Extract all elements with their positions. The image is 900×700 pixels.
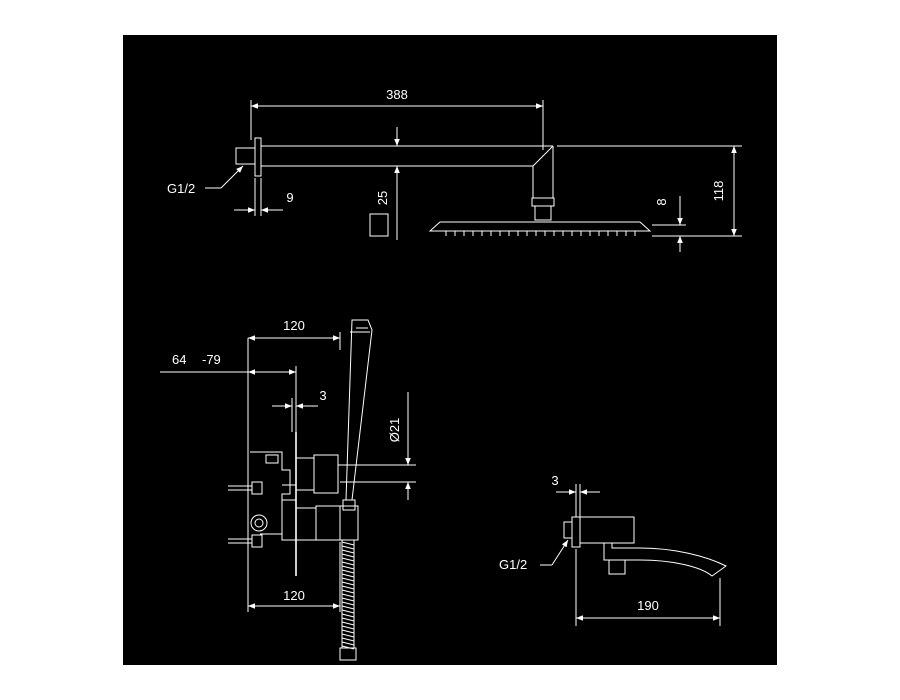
hose-coil [341, 545, 355, 550]
rain-head-plate [428, 221, 652, 232]
hose-coil [341, 565, 355, 570]
hose-coil [341, 553, 355, 558]
hose-coil [341, 621, 355, 626]
connection-fitting-inner [254, 518, 264, 528]
hose-coil [341, 625, 355, 630]
dim-mixer-width-bottom: 120 [283, 588, 305, 603]
arm-wall-flange [254, 137, 262, 177]
hose-coil [341, 605, 355, 610]
wall-anchor-bottom [228, 534, 263, 548]
dim-plate-thickness: 3 [319, 388, 326, 403]
spout-wall-flange [571, 516, 581, 548]
arm-square-section [369, 213, 389, 237]
hose-coil [341, 609, 355, 614]
dim-head-thickness: 8 [654, 198, 669, 205]
thread-label-arm: G1/2 [167, 181, 195, 196]
hose-coil [341, 557, 355, 562]
spout-inlet-nut [563, 521, 573, 539]
spout-view: 3 G1/2 190 [499, 473, 727, 626]
hose-coil [341, 549, 355, 554]
hose-coil [341, 569, 355, 574]
mixer-base [295, 507, 317, 541]
hose-coil [341, 581, 355, 586]
hose-nut [339, 647, 357, 661]
hose-coil [341, 641, 355, 646]
mixer-handle [315, 505, 359, 541]
hand-shower-connector [342, 499, 356, 511]
arm-elbow [532, 146, 554, 199]
valve-box [250, 451, 291, 535]
hose-coil [341, 633, 355, 638]
valve-box-tab [265, 454, 279, 464]
thread-label-spout: G1/2 [499, 557, 527, 572]
dim-mixer-depth-sep: -79 [202, 352, 221, 367]
shower-arm-view: 388 25 9 G1/2 118 8 [167, 87, 742, 252]
hose-coil [341, 617, 355, 622]
hose-coil [341, 577, 355, 582]
hose-coil [341, 561, 355, 566]
outlet-elbow [295, 457, 315, 491]
hose-coil [341, 637, 355, 642]
hose-coil [341, 601, 355, 606]
hose-coil [341, 629, 355, 634]
dim-spout-length: 190 [637, 598, 659, 613]
spout-curve [603, 543, 727, 577]
rain-head-nozzles [445, 231, 636, 236]
dim-arm-height: 118 [711, 181, 726, 202]
dim-handle-dia: Ø21 [387, 418, 402, 443]
hose-coil [341, 593, 355, 598]
arm-inlet-nut [235, 147, 256, 165]
dim-arm-flange: 9 [286, 190, 293, 205]
hose-coil [341, 613, 355, 618]
head-connector-nut [531, 197, 555, 207]
thread-leader-arrow [220, 165, 244, 189]
wall-anchor-top [228, 481, 263, 495]
technical-drawing-canvas [123, 35, 777, 665]
holder-bracket [313, 454, 339, 494]
spout-thread-leader-arrow [551, 539, 569, 566]
shower-hose [341, 540, 355, 650]
spout-body [579, 516, 635, 544]
dim-spout-flange: 3 [551, 473, 558, 488]
dim-mixer-depth: 64 [172, 352, 186, 367]
hose-coil [341, 589, 355, 594]
hand-shower-body [345, 319, 373, 501]
hose-coil [341, 597, 355, 602]
dim-arm-square: 25 [375, 191, 390, 205]
valve-body-front [281, 499, 297, 541]
dim-arm-length: 388 [386, 87, 408, 102]
hose-coil [341, 541, 355, 546]
connection-fitting [250, 514, 268, 532]
dim-mixer-width-top: 120 [283, 318, 305, 333]
mixer-view: Ø21 120 64 -79 3 120 [160, 318, 416, 661]
arm-elbow-miter [532, 145, 554, 167]
hose-coil [341, 585, 355, 590]
head-connector-body [534, 205, 552, 221]
spout-diverter [608, 559, 626, 575]
hose-coil [341, 573, 355, 578]
